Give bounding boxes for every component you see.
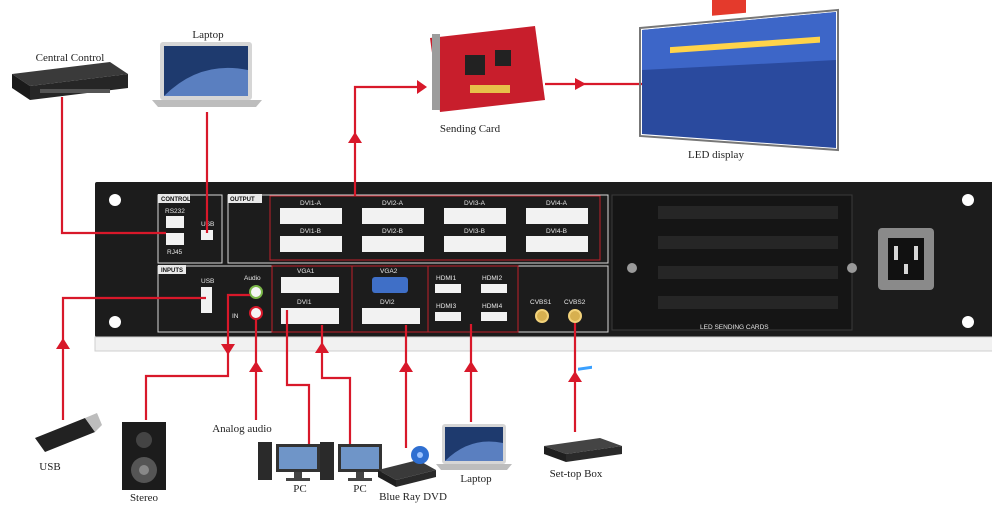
output-section-label: OUTPUT bbox=[230, 197, 255, 203]
laptop-top-device bbox=[152, 42, 262, 107]
laptop-bottom-device bbox=[436, 424, 512, 470]
pc-2-device bbox=[320, 442, 382, 481]
output-port-label: DVI1-B bbox=[300, 228, 321, 235]
central-control-label: Central Control bbox=[36, 52, 105, 64]
hdmi3-label: HDMI3 bbox=[436, 303, 457, 310]
output-port-label: DVI2-A bbox=[382, 200, 404, 207]
stereo-label: Stereo bbox=[130, 492, 159, 504]
arrow-icon bbox=[249, 361, 263, 372]
card-slot bbox=[658, 236, 838, 249]
led-display-device bbox=[639, 0, 839, 152]
arrow-icon bbox=[464, 361, 478, 372]
rack-hole-icon bbox=[109, 194, 121, 206]
dvi-output-port[interactable] bbox=[362, 208, 424, 224]
hdmi3-port[interactable] bbox=[435, 312, 461, 321]
arrow-icon bbox=[56, 338, 70, 349]
vga2-port[interactable] bbox=[372, 277, 408, 293]
card-slot bbox=[658, 266, 838, 279]
audio-jack[interactable] bbox=[249, 285, 263, 299]
hdmi1-port[interactable] bbox=[435, 284, 461, 293]
sending-card-device bbox=[430, 26, 545, 112]
output-port-label: DVI4-A bbox=[546, 200, 568, 207]
rack-hole-icon bbox=[962, 194, 974, 206]
dvi1-port[interactable] bbox=[281, 308, 339, 324]
laptop-bottom-label: Laptop bbox=[460, 473, 492, 485]
rs232-label: RS232 bbox=[165, 208, 185, 215]
card-slot bbox=[658, 296, 838, 309]
bluray-dvd-label: Blue Ray DVD bbox=[379, 491, 447, 503]
control-section-label: CONTROL bbox=[161, 197, 191, 203]
led-display-label: LED display bbox=[688, 149, 744, 161]
arrow-icon bbox=[315, 342, 329, 353]
usb-control-port[interactable] bbox=[201, 230, 213, 240]
settop-box-label: Set-top Box bbox=[550, 468, 603, 480]
rack-hole-icon bbox=[962, 316, 974, 328]
inputs-section-label: INPUTS bbox=[161, 268, 183, 274]
output-ports: DVI1-A DVI2-A DVI3-A DVI4-A DVI1-B DVI2-B DVI3… bbox=[280, 200, 588, 252]
dvi-output-port[interactable] bbox=[280, 236, 342, 252]
hdmi2-port[interactable] bbox=[481, 284, 507, 293]
stereo-device bbox=[122, 422, 166, 490]
video-processor-panel: CONTROL RS232 RJ45 USB INPUTS USB Audio … bbox=[94, 182, 992, 352]
output-port-label: DVI2-B bbox=[382, 228, 403, 235]
rs232-port[interactable] bbox=[166, 216, 184, 228]
laptop-top-label: Laptop bbox=[192, 29, 224, 41]
usb-input-label: USB bbox=[201, 278, 214, 285]
usb-label: USB bbox=[39, 461, 60, 473]
dvi-output-port[interactable] bbox=[362, 236, 424, 252]
pc-1-label: PC bbox=[293, 483, 306, 495]
arrow-icon bbox=[399, 361, 413, 372]
dvi-output-port[interactable] bbox=[526, 236, 588, 252]
central-control-device bbox=[12, 62, 128, 100]
vga2-label: VGA2 bbox=[380, 268, 398, 275]
arrow-icon bbox=[568, 371, 582, 382]
analog-audio-label: Analog audio bbox=[212, 423, 272, 435]
arrow-icon bbox=[221, 344, 235, 355]
dvi1-label: DVI1 bbox=[297, 299, 312, 306]
hdmi2-label: HDMI2 bbox=[482, 275, 503, 282]
output-port-label: DVI3-A bbox=[464, 200, 486, 207]
vga1-label: VGA1 bbox=[297, 268, 315, 275]
usb-stick-device bbox=[35, 413, 102, 452]
audio-in-label: IN bbox=[232, 313, 239, 320]
arrow-icon bbox=[417, 80, 427, 94]
output-port-label: DVI4-B bbox=[546, 228, 567, 235]
audio-in-jack[interactable] bbox=[249, 306, 263, 320]
hdmi4-label: HDMI4 bbox=[482, 303, 503, 310]
dvi-output-port[interactable] bbox=[280, 208, 342, 224]
dvi2-port[interactable] bbox=[362, 308, 420, 324]
dvi-output-port[interactable] bbox=[526, 208, 588, 224]
cvbs2-jack[interactable] bbox=[568, 309, 582, 323]
rj45-label: RJ45 bbox=[167, 249, 183, 256]
led-sending-cards-label: LED SENDING CARDS bbox=[700, 324, 769, 331]
rj45-port[interactable] bbox=[166, 233, 184, 245]
pc-1-device bbox=[258, 442, 320, 481]
connection-wires bbox=[56, 78, 642, 448]
sending-card-label: Sending Card bbox=[440, 123, 501, 135]
rack-hole-icon bbox=[109, 316, 121, 328]
arrow-icon bbox=[575, 78, 586, 90]
cvbs2-label: CVBS2 bbox=[564, 299, 586, 306]
vga1-port[interactable] bbox=[281, 277, 339, 293]
arrow-icon bbox=[348, 132, 362, 143]
screw-icon bbox=[627, 263, 637, 273]
card-slot bbox=[658, 206, 838, 219]
hdmi4-port[interactable] bbox=[481, 312, 507, 321]
cvbs1-jack[interactable] bbox=[535, 309, 549, 323]
dvi2-label: DVI2 bbox=[380, 299, 395, 306]
pc-2-label: PC bbox=[353, 483, 366, 495]
hdmi1-label: HDMI1 bbox=[436, 275, 457, 282]
output-port-label: DVI3-B bbox=[464, 228, 485, 235]
bluray-dvd-device bbox=[378, 446, 436, 487]
screw-icon bbox=[847, 263, 857, 273]
settop-box-device bbox=[544, 365, 622, 462]
dvi-output-port[interactable] bbox=[444, 208, 506, 224]
audio-label: Audio bbox=[244, 275, 261, 282]
cvbs1-label: CVBS1 bbox=[530, 299, 552, 306]
usb-input-port[interactable] bbox=[201, 287, 212, 313]
dvi-output-port[interactable] bbox=[444, 236, 506, 252]
output-port-label: DVI1-A bbox=[300, 200, 322, 207]
